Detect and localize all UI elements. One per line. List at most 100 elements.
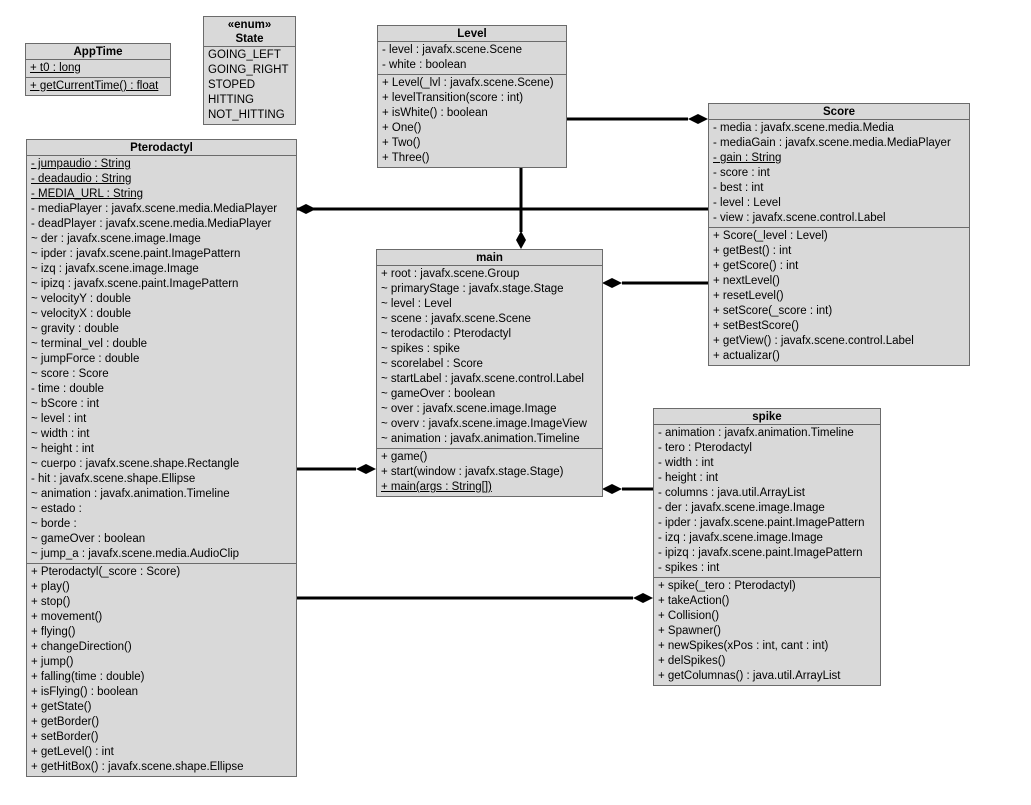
attribute: ~ terodactilo : Pterodactyl bbox=[381, 328, 512, 340]
attribute: ~ level : int bbox=[31, 413, 87, 425]
attribute: ~ estado : bbox=[31, 503, 82, 515]
operation: + newSpikes(xPos : int, cant : int) bbox=[658, 640, 829, 652]
composition-diamond-main-score bbox=[602, 278, 622, 288]
attribute: - izq : javafx.scene.image.Image bbox=[658, 532, 823, 544]
attribute: - MEDIA_URL : String bbox=[31, 188, 144, 200]
operation: + setBestScore() bbox=[713, 320, 799, 332]
attribute: ~ velocityY : double bbox=[31, 293, 131, 305]
operation: + jump() bbox=[31, 656, 74, 668]
operation: + getState() bbox=[31, 701, 92, 713]
class-apptime-attributes: + t0 : long bbox=[26, 60, 170, 78]
operation: + changeDirection() bbox=[31, 641, 132, 653]
class-spike[interactable]: spike - animation : javafx.animation.Tim… bbox=[653, 408, 881, 686]
operation: + actualizar() bbox=[713, 350, 780, 362]
operation: + getView() : javafx.scene.control.Label bbox=[713, 335, 914, 347]
class-pterodactyl[interactable]: Pterodactyl - jumpaudio : String - deada… bbox=[26, 139, 297, 777]
operation: + setBorder() bbox=[31, 731, 99, 743]
class-level[interactable]: Level - level : javafx.scene.Scene - whi… bbox=[377, 25, 567, 168]
attribute: ~ velocityX : double bbox=[31, 308, 132, 320]
composition-diamond-pterodactyl bbox=[296, 204, 316, 214]
composition-diamond-score bbox=[688, 114, 708, 124]
attribute: - tero : Pterodactyl bbox=[658, 442, 752, 454]
class-state-literals: GOING_LEFT GOING_RIGHT STOPED HITTING NO… bbox=[204, 47, 295, 124]
attribute: + t0 : long bbox=[30, 62, 81, 74]
class-state-enum[interactable]: «enum» State GOING_LEFT GOING_RIGHT STOP… bbox=[203, 16, 296, 125]
attribute: ~ jumpForce : double bbox=[31, 353, 140, 365]
operation: + start(window : javafx.stage.Stage) bbox=[381, 466, 564, 478]
attribute: - level : javafx.scene.Scene bbox=[382, 44, 522, 56]
attribute: - media : javafx.scene.media.Media bbox=[713, 122, 894, 134]
attribute: ~ der : javafx.scene.image.Image bbox=[31, 233, 201, 245]
class-spike-attributes: - animation : javafx.animation.Timeline … bbox=[654, 425, 880, 578]
operation: + isWhite() : boolean bbox=[382, 107, 488, 119]
operation: + One() bbox=[382, 122, 422, 134]
attribute: ~ width : int bbox=[31, 428, 90, 440]
attribute: ~ animation : javafx.animation.Timeline bbox=[381, 433, 580, 445]
attribute: - ipder : javafx.scene.paint.ImagePatter… bbox=[658, 517, 865, 529]
attribute: - white : boolean bbox=[382, 59, 467, 71]
class-level-attributes: - level : javafx.scene.Scene - white : b… bbox=[378, 42, 566, 75]
class-main[interactable]: main + root : javafx.scene.Group ~ prima… bbox=[376, 249, 603, 497]
attribute: - animation : javafx.animation.Timeline bbox=[658, 427, 854, 439]
class-main-name: main bbox=[377, 250, 602, 266]
attribute: ~ ipder : javafx.scene.paint.ImagePatter… bbox=[31, 248, 241, 260]
operation: + nextLevel() bbox=[713, 275, 780, 287]
enum-literal: GOING_RIGHT bbox=[208, 64, 289, 76]
class-score[interactable]: Score - media : javafx.scene.media.Media… bbox=[708, 103, 970, 366]
attribute: ~ scorelabel : Score bbox=[381, 358, 483, 370]
attribute: - view : javafx.scene.control.Label bbox=[713, 212, 886, 224]
attribute: - deadaudio : String bbox=[31, 173, 132, 185]
composition-diamond-main-level bbox=[516, 231, 526, 249]
class-main-attributes: + root : javafx.scene.Group ~ primarySta… bbox=[377, 266, 602, 449]
operation: + getBest() : int bbox=[713, 245, 792, 257]
attribute: - columns : java.util.ArrayList bbox=[658, 487, 805, 499]
operation: + takeAction() bbox=[658, 595, 730, 607]
attribute: ~ score : Score bbox=[31, 368, 109, 380]
attribute: - time : double bbox=[31, 383, 104, 395]
attribute: ~ over : javafx.scene.image.Image bbox=[381, 403, 557, 415]
operation: + getLevel() : int bbox=[31, 746, 114, 758]
class-spike-name: spike bbox=[654, 409, 880, 425]
attribute: ~ level : Level bbox=[381, 298, 452, 310]
attribute: - jumpaudio : String bbox=[31, 158, 131, 170]
attribute: - der : javafx.scene.image.Image bbox=[658, 502, 825, 514]
attribute: - score : int bbox=[713, 167, 770, 179]
attribute: - best : int bbox=[713, 182, 764, 194]
enum-literal: GOING_LEFT bbox=[208, 49, 281, 61]
operation: + Two() bbox=[382, 137, 421, 149]
operation: + Collision() bbox=[658, 610, 720, 622]
class-level-name: Level bbox=[378, 26, 566, 42]
composition-diamond-main-spike bbox=[602, 484, 622, 494]
class-main-operations: + game() + start(window : javafx.stage.S… bbox=[377, 449, 602, 496]
attribute: - width : int bbox=[658, 457, 714, 469]
attribute: - mediaGain : javafx.scene.media.MediaPl… bbox=[713, 137, 951, 149]
operation: + resetLevel() bbox=[713, 290, 784, 302]
attribute: - deadPlayer : javafx.scene.media.MediaP… bbox=[31, 218, 272, 230]
operation: + getScore() : int bbox=[713, 260, 799, 272]
class-spike-operations: + spike(_tero : Pterodactyl) + takeActio… bbox=[654, 578, 880, 685]
operation: + main(args : String[]) bbox=[381, 481, 492, 493]
class-level-operations: + Level(_lvl : javafx.scene.Scene) + lev… bbox=[378, 75, 566, 167]
operation: + getHitBox() : javafx.scene.shape.Ellip… bbox=[31, 761, 244, 773]
attribute: ~ terminal_vel : double bbox=[31, 338, 148, 350]
operation: + levelTransition(score : int) bbox=[382, 92, 524, 104]
attribute: ~ overv : javafx.scene.image.ImageView bbox=[381, 418, 587, 430]
class-score-operations: + Score(_level : Level) + getBest() : in… bbox=[709, 228, 969, 365]
class-apptime[interactable]: AppTime + t0 : long + getCurrentTime() :… bbox=[25, 43, 171, 96]
attribute: ~ primaryStage : javafx.stage.Stage bbox=[381, 283, 564, 295]
enum-literal: NOT_HITTING bbox=[208, 109, 285, 121]
operation: + spike(_tero : Pterodactyl) bbox=[658, 580, 796, 592]
attribute: - height : int bbox=[658, 472, 719, 484]
attribute: ~ gameOver : boolean bbox=[31, 533, 146, 545]
operation: + Spawner() bbox=[658, 625, 721, 637]
attribute: ~ animation : javafx.animation.Timeline bbox=[31, 488, 230, 500]
attribute: ~ cuerpo : javafx.scene.shape.Rectangle bbox=[31, 458, 240, 470]
operation: + falling(time : double) bbox=[31, 671, 145, 683]
attribute: - ipizq : javafx.scene.paint.ImagePatter… bbox=[658, 547, 863, 559]
class-pterodactyl-operations: + Pterodactyl(_score : Score) + play() +… bbox=[27, 564, 296, 776]
attribute: ~ ipizq : javafx.scene.paint.ImagePatter… bbox=[31, 278, 239, 290]
composition-diamond-spike bbox=[633, 593, 653, 603]
enum-literal: HITTING bbox=[208, 94, 254, 106]
enum-name: State bbox=[235, 33, 264, 45]
attribute: - level : Level bbox=[713, 197, 781, 209]
